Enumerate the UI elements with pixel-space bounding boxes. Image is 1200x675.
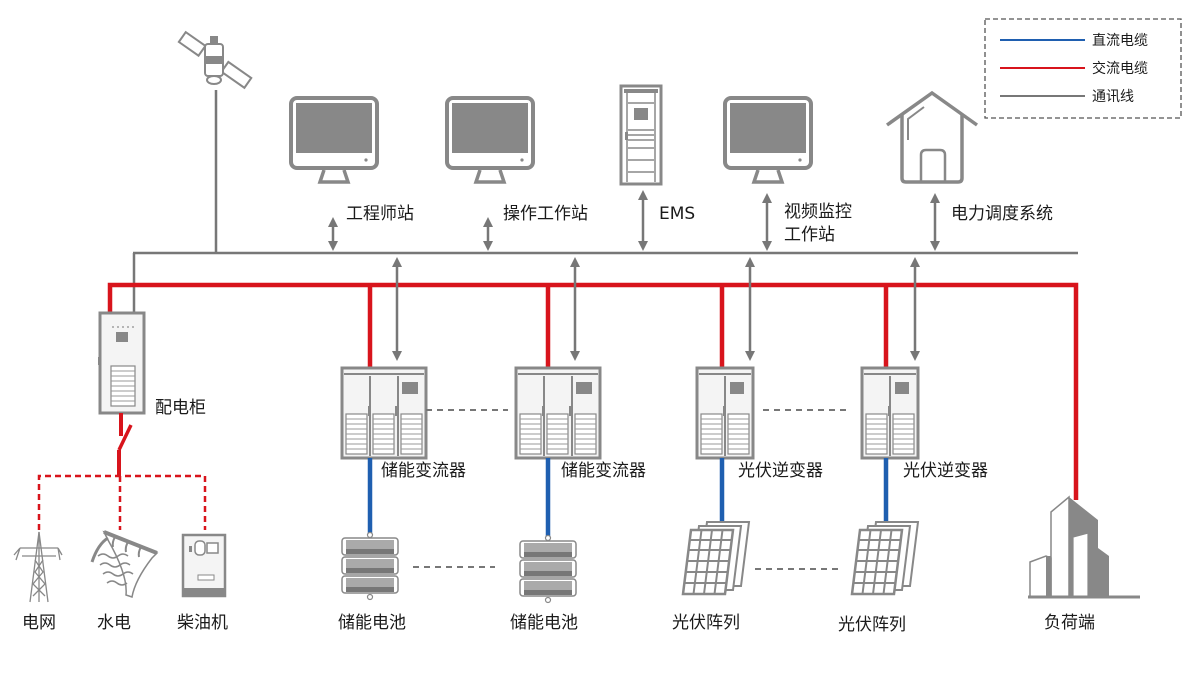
operator-station: 操作工作站 (445, 96, 588, 251)
pcs-2-label: 储能变流器 (561, 461, 646, 481)
dispatch-system: 电力调度系统 (885, 90, 1053, 251)
battery-1-label: 储能电池 (338, 613, 406, 633)
inverter-1-label: 光伏逆变器 (738, 461, 823, 481)
server-cabinet-icon (619, 84, 663, 186)
pcs-cabinet-icon (514, 366, 602, 460)
pv-array-1: 光伏阵列 (672, 520, 751, 633)
source-connection-lines (37, 474, 207, 530)
power-tower-icon (13, 531, 63, 603)
hydro-dam-icon (90, 530, 159, 598)
video-station-label-2: 工作站 (784, 225, 835, 245)
monitor-icon (445, 96, 535, 184)
solar-panel-icon (850, 520, 920, 596)
inverter-1: 光伏逆变器 (695, 366, 823, 481)
dispatch-system-label: 电力调度系统 (951, 204, 1053, 224)
load: 负荷端 (1028, 495, 1140, 633)
ems-node: EMS (619, 84, 695, 251)
house-icon (885, 90, 979, 184)
hydro-label: 水电 (97, 613, 131, 633)
legend-comm-label: 通讯线 (1092, 89, 1134, 105)
battery-2-label: 储能电池 (510, 613, 578, 633)
operator-station-label: 操作工作站 (503, 204, 588, 224)
load-label: 负荷端 (1044, 613, 1095, 633)
pcs-1-label: 储能变流器 (381, 461, 466, 481)
battery-stack-icon (519, 534, 577, 604)
pcs-1: 储能变流器 (340, 366, 466, 481)
hydro-source: 水电 (90, 530, 159, 633)
building-icon (1028, 495, 1140, 599)
diesel-source: 柴油机 (177, 533, 228, 633)
inverter-2: 光伏逆变器 (860, 366, 988, 481)
dc-lines (367, 458, 889, 536)
battery-1: 储能电池 (338, 531, 406, 633)
grid-source: 电网 (13, 531, 63, 633)
pv-array-1-label: 光伏阵列 (672, 613, 740, 633)
distribution-cabinet: 配电柜 (37, 311, 207, 530)
ems-label: EMS (659, 204, 695, 224)
engineer-station-label: 工程师站 (346, 204, 414, 224)
ac-bus-line (107, 282, 1079, 500)
grid-label: 电网 (22, 613, 56, 633)
breaker-switch-icon (117, 424, 133, 451)
engineer-station: 工程师站 (289, 96, 414, 251)
battery-stack-icon (341, 531, 399, 601)
inverter-cabinet-icon (860, 366, 920, 460)
converter-comm-arrows (392, 257, 920, 361)
legend-dc-label: 直流电缆 (1092, 32, 1148, 49)
diesel-label: 柴油机 (177, 613, 228, 633)
ac-bus (107, 282, 1079, 500)
pv-array-2-label: 光伏阵列 (838, 615, 906, 635)
satellite-icon (177, 30, 253, 90)
battery-2: 储能电池 (510, 534, 578, 633)
pcs-cabinet-icon (340, 366, 428, 460)
monitor-icon (289, 96, 379, 184)
solar-panel-icon (681, 520, 751, 596)
cabinet-icon (98, 311, 146, 415)
video-station: 视频监控 工作站 (723, 96, 852, 251)
diesel-generator-icon (181, 533, 227, 598)
legend-ac-label: 交流电缆 (1092, 60, 1148, 77)
inverter-cabinet-icon (695, 366, 755, 460)
pcs-2: 储能变流器 (514, 366, 646, 481)
video-station-label-1: 视频监控 (784, 202, 852, 222)
legend: 直流电缆 交流电缆 通讯线 (984, 18, 1182, 119)
monitor-icon (723, 96, 813, 184)
inverter-2-label: 光伏逆变器 (903, 461, 988, 481)
pv-array-2: 光伏阵列 (838, 520, 920, 635)
distribution-cabinet-label: 配电柜 (155, 398, 206, 418)
